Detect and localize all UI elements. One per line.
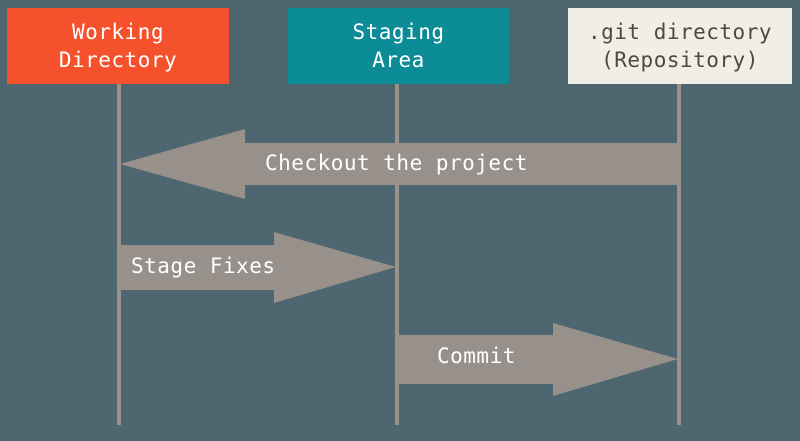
node-git-directory: .git directory (Repository): [568, 8, 792, 84]
arrow-label-checkout-the-project: Checkout the project: [265, 151, 528, 175]
node-working-directory: Working Directory: [7, 8, 229, 84]
lifeline-git-directory: [677, 84, 681, 425]
node-staging-area-label: Staging Area: [352, 20, 445, 72]
arrow-stage-fixes: [119, 232, 396, 303]
arrow-commit: [399, 323, 678, 396]
arrow-label-stage-fixes: Stage Fixes: [131, 254, 276, 278]
arrow-label-commit: Commit: [437, 344, 516, 368]
node-staging-area: Staging Area: [288, 8, 509, 84]
arrow-checkout-the-project: [120, 129, 677, 199]
node-working-directory-label: Working Directory: [58, 20, 178, 72]
node-git-directory-label: .git directory (Repository): [587, 20, 772, 72]
lifeline-staging-area: [395, 84, 399, 425]
